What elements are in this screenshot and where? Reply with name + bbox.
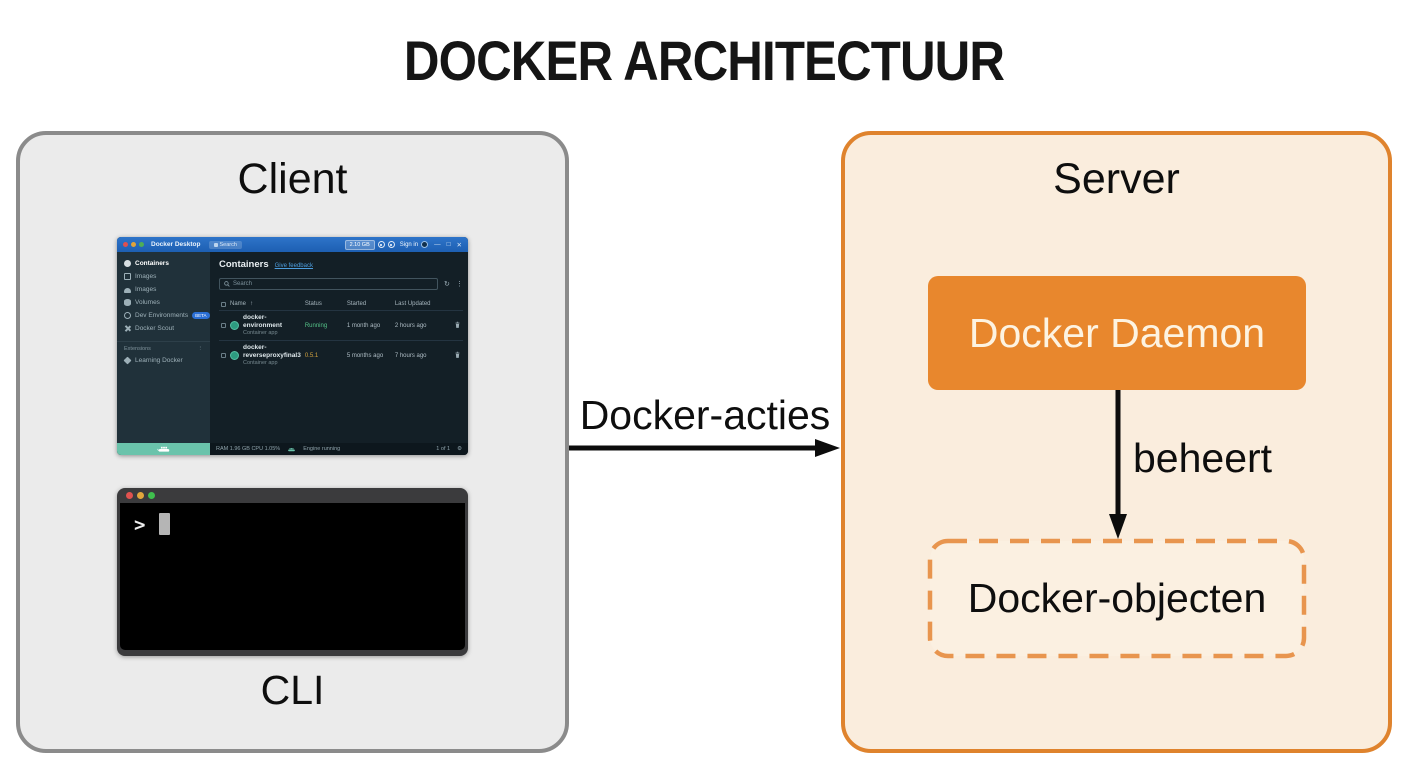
server-panel: Server Docker Daemon beheert Docker-obje… — [841, 131, 1392, 753]
layers-icon — [124, 273, 131, 280]
settings-icon[interactable] — [387, 241, 395, 248]
cli-label: CLI — [260, 667, 325, 713]
traffic-light-close-icon[interactable] — [123, 242, 128, 247]
status-badge: Running — [304, 322, 328, 329]
sidebar-item-volumes[interactable]: Volumes — [117, 296, 210, 309]
traffic-light-minimize-icon[interactable] — [137, 492, 144, 499]
cli-window: > — [117, 488, 468, 656]
sidebar-section-extensions: Extensions ⋮ — [117, 341, 210, 354]
scout-icon — [124, 325, 131, 332]
titlebar-search-pill[interactable]: Search — [208, 240, 242, 249]
sort-ascending-icon[interactable]: ↑ — [250, 301, 254, 307]
select-all-checkbox[interactable] — [221, 301, 226, 307]
client-panel: Client Docker Desktop Search 2.10 GB Sig… — [16, 131, 569, 753]
container-icon — [230, 351, 239, 361]
status-badge: 0.5.1 — [304, 352, 319, 359]
page-title: DOCKER ARCHITECTUUR — [403, 29, 1005, 92]
containers-page: Containers Give feedback Search ↻ — [210, 252, 468, 443]
containers-heading: Containers — [219, 259, 269, 270]
traffic-light-zoom-icon[interactable] — [139, 242, 144, 247]
window-minimize-button[interactable]: — — [434, 241, 441, 248]
terminal-cursor — [158, 513, 170, 535]
search-placeholder: Search — [233, 281, 253, 287]
beheert-label: beheert — [1133, 435, 1273, 481]
section-menu-icon[interactable]: ⋮ — [197, 346, 204, 352]
learning-icon — [123, 356, 132, 365]
magnifier-icon — [224, 281, 230, 287]
cli-titlebar — [120, 488, 465, 503]
resource-usage: RAM 1.96 GB CPU 1.05% — [216, 446, 281, 452]
container-icon — [230, 321, 239, 331]
engine-status: Engine running — [303, 446, 341, 452]
whale-footer-button[interactable] — [117, 443, 210, 455]
trash-icon[interactable] — [454, 321, 461, 329]
troubleshoot-icon[interactable] — [377, 241, 385, 248]
traffic-light-minimize-icon[interactable] — [131, 242, 136, 247]
row-checkbox[interactable] — [221, 353, 226, 359]
sidebar-item-docker-scout[interactable]: Docker Scout — [117, 322, 210, 335]
table-row[interactable]: docker-reverseproxyfinal3 Container app … — [219, 340, 463, 370]
docker-desktop-footer: RAM 1.96 GB CPU 1.05% Engine running 1 o… — [117, 443, 468, 455]
client-panel-label: Client — [237, 155, 348, 203]
containers-table: Name ↑ Status Started Last Updated — [219, 298, 463, 370]
sidebar-item-containers[interactable]: Containers — [117, 257, 210, 270]
status-bar: RAM 1.96 GB CPU 1.05% Engine running 1 o… — [210, 443, 468, 455]
search-icon — [213, 242, 218, 247]
docker-desktop-titlebar: Docker Desktop Search 2.10 GB Sign in — … — [117, 237, 468, 252]
pagination: 1 of 1 — [436, 446, 451, 452]
feedback-link[interactable]: Give feedback — [274, 263, 313, 269]
sidebar-item-images[interactable]: Images — [117, 270, 210, 283]
app-title: Docker Desktop — [151, 241, 201, 248]
overflow-menu-icon[interactable]: ⋮ — [455, 281, 463, 288]
traffic-light-close-icon[interactable] — [126, 492, 133, 499]
window-close-button[interactable]: ✕ — [456, 241, 462, 249]
sidebar-item-images-2[interactable]: Images — [117, 283, 210, 296]
whale-icon — [124, 260, 131, 267]
docker-objects-box: Docker-objecten — [927, 538, 1307, 659]
trash-icon[interactable] — [454, 351, 461, 359]
client-to-server-arrow — [569, 439, 840, 457]
docker-daemon-box: Docker Daemon — [928, 276, 1306, 390]
sidebar-item-dev-environments[interactable]: Dev Environments BETA — [117, 309, 210, 322]
usage-badge[interactable]: 2.10 GB — [344, 239, 375, 250]
dev-environments-icon — [124, 312, 131, 319]
dashed-border — [927, 538, 1307, 659]
sidebar: Containers Images Images Volumes — [117, 252, 210, 443]
daemon-to-objects-arrow — [1109, 390, 1127, 539]
whale-status-icon — [288, 447, 296, 451]
window-maximize-button[interactable]: □ — [446, 241, 451, 248]
docker-objects-label: Docker-objecten — [967, 575, 1267, 621]
table-row[interactable]: docker-environment Container app Running… — [219, 310, 463, 340]
docker-desktop-window: Docker Desktop Search 2.10 GB Sign in — … — [117, 237, 468, 455]
docker-desktop-body: Containers Images Images Volumes — [117, 252, 468, 443]
traffic-light-zoom-icon[interactable] — [148, 492, 155, 499]
row-checkbox[interactable] — [221, 323, 226, 329]
cloud-icon — [124, 288, 131, 293]
server-panel-label: Server — [1053, 155, 1180, 203]
terminal-screen[interactable]: > — [120, 503, 465, 650]
docker-acties-label: Docker-acties — [579, 392, 831, 438]
refresh-icon[interactable]: ↻ — [443, 281, 450, 288]
sign-in-button[interactable]: Sign in — [399, 241, 419, 248]
whale-icon — [156, 446, 169, 452]
terminal-prompt: > — [134, 514, 146, 536]
search-input[interactable]: Search — [219, 278, 438, 290]
table-header-row: Name ↑ Status Started Last Updated — [219, 298, 463, 310]
volume-icon — [124, 299, 131, 306]
avatar[interactable] — [421, 241, 429, 248]
gear-icon[interactable]: ⚙ — [457, 446, 462, 452]
beta-badge: BETA — [192, 312, 210, 319]
sidebar-item-learning-docker[interactable]: Learning Docker — [117, 354, 210, 367]
